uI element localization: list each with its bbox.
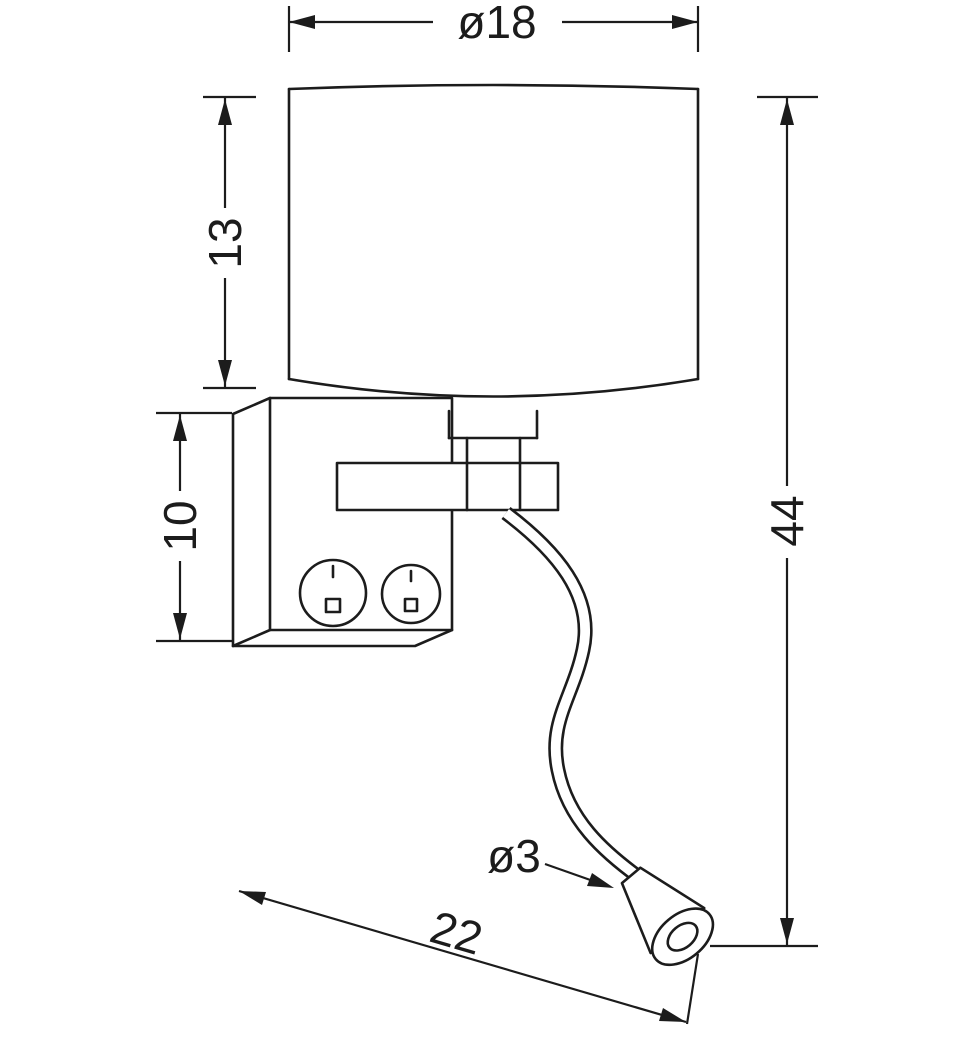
dim-shade-height: 13 bbox=[199, 95, 256, 390]
gooseneck-arm bbox=[501, 507, 645, 885]
shade-height-label: 13 bbox=[199, 217, 251, 268]
dim-overall-depth: 22 bbox=[238, 889, 700, 1025]
dim-reader-diameter: ø3 bbox=[487, 830, 614, 888]
led-reader-head bbox=[620, 866, 715, 967]
lampshade bbox=[287, 83, 700, 398]
dim-overall-height: 44 bbox=[710, 95, 818, 948]
mount-height-label: 10 bbox=[154, 500, 206, 551]
reader-diameter-label: ø3 bbox=[487, 830, 541, 882]
shade-diameter-label: ø18 bbox=[457, 0, 536, 48]
wall-mount-plate bbox=[231, 396, 454, 648]
overall-depth-label: 22 bbox=[425, 901, 489, 965]
lamp-socket bbox=[447, 409, 539, 440]
dim-mount-height: 10 bbox=[154, 411, 232, 643]
dim-shade-diameter: ø18 bbox=[287, 0, 700, 52]
switch-left bbox=[298, 558, 368, 628]
switch-right bbox=[380, 563, 442, 625]
support-arm bbox=[335, 436, 560, 512]
overall-height-label: 44 bbox=[761, 495, 813, 546]
